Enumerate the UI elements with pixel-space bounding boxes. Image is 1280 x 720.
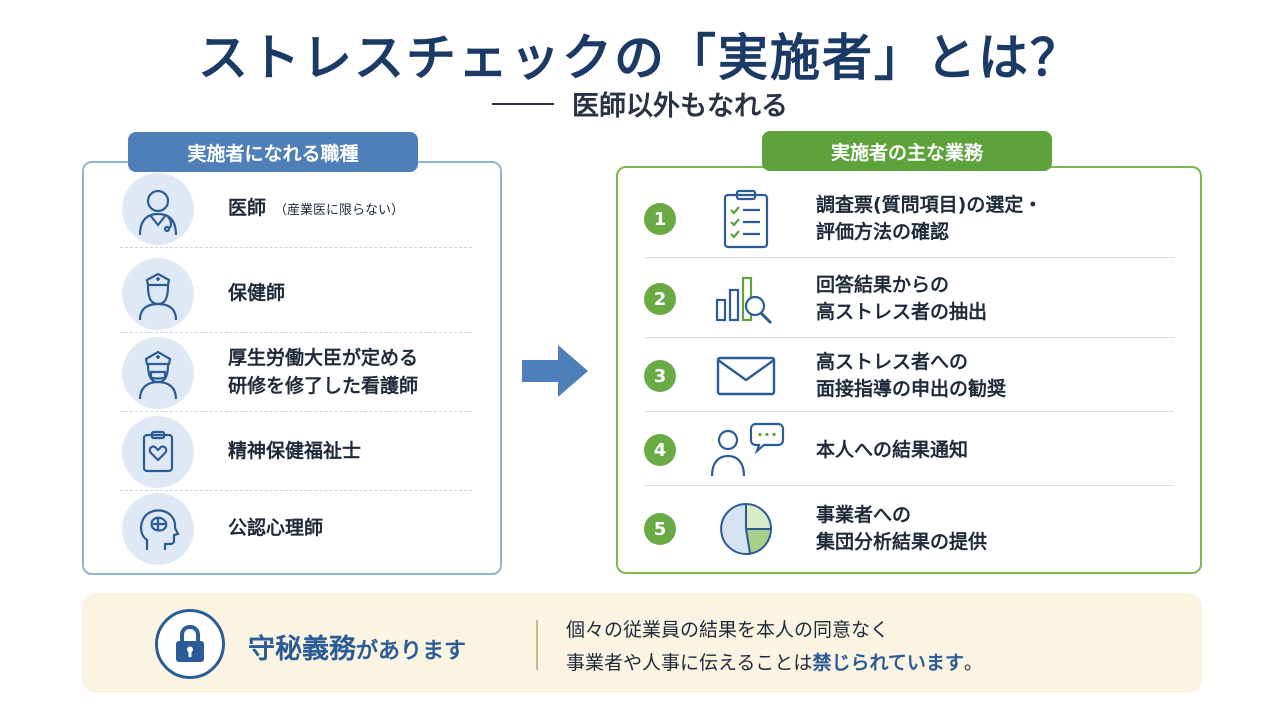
main-duties-heading: 実施者の主な業務 (762, 131, 1052, 171)
profession-label: 厚生労働大臣が定める 研修を修了した看護師 (228, 347, 419, 397)
row-divider (120, 411, 472, 412)
step-number: 2 (644, 283, 676, 315)
subtitle-dash (492, 102, 554, 105)
row-divider (644, 411, 1174, 412)
duty-item-3: 3 高ストレス者への 面接指導の申出の勧奨 (644, 340, 1174, 412)
step-number: 1 (644, 203, 676, 235)
profession-item-psychiatric-social-worker: 精神保健福祉士 (110, 413, 472, 491)
right-arrow-icon (522, 345, 588, 401)
row-divider (120, 247, 472, 248)
step-number: 3 (644, 360, 676, 392)
nurse-icon (122, 258, 194, 330)
main-duties-panel (616, 166, 1202, 574)
profession-item-trained-nurse: 厚生労働大臣が定める 研修を修了した看護師 (110, 334, 472, 412)
profession-label: 保健師 (228, 282, 286, 305)
duty-item-4: 4 本人への結果通知 (644, 414, 1174, 486)
step-number: 5 (644, 513, 676, 545)
duty-label: 調査票(質問項目)の選定・ 評価方法の確認 (816, 194, 1043, 243)
confidentiality-banner (82, 593, 1202, 693)
eligible-professions-heading: 実施者になれる職種 (128, 132, 418, 172)
subtitle-text: 医師以外もなれる (572, 91, 788, 122)
envelope-icon (706, 344, 786, 408)
doctor-icon (122, 173, 194, 245)
checklist-icon (706, 187, 786, 251)
banner-divider (536, 620, 538, 670)
row-divider (644, 485, 1174, 486)
bar-chart-magnifier-icon (706, 267, 786, 331)
profession-item-licensed-psychologist: 公認心理師 (110, 490, 472, 568)
profession-item-public-health-nurse: 保健師 (110, 255, 472, 333)
row-divider (644, 257, 1174, 258)
duty-label: 回答結果からの 高ストレス者の抽出 (816, 274, 988, 323)
head-brain-icon (122, 493, 194, 565)
step-number: 4 (644, 434, 676, 466)
duty-label: 本人への結果通知 (816, 438, 969, 461)
clipboard-heart-icon (122, 416, 194, 488)
confidentiality-detail: 個々の従業員の結果を本人の同意なく 事業者や人事に伝えることは禁じられています。 (566, 619, 983, 675)
profession-item-doctor: 医師（産業医に限らない） (110, 170, 472, 248)
duty-item-5: 5 事業者への 集団分析結果の提供 (644, 488, 1174, 570)
duty-label: 事業者への 集団分析結果の提供 (816, 504, 988, 553)
person-chat-icon (706, 418, 786, 482)
row-divider (120, 332, 472, 333)
duty-label: 高ストレス者への 面接指導の申出の勧奨 (816, 351, 1007, 400)
lock-icon (155, 609, 225, 679)
trained-nurse-icon (122, 337, 194, 409)
row-divider (120, 490, 472, 491)
duty-item-2: 2 回答結果からの 高ストレス者の抽出 (644, 260, 1174, 338)
confidentiality-statement: 守秘義務があります (248, 634, 467, 665)
page-title: ストレスチェックの「実施者」とは？ (198, 29, 1082, 87)
pie-chart-icon (706, 497, 786, 561)
profession-label: 医師（産業医に限らない） (228, 197, 405, 220)
duty-item-1: 1 調査票(質問項目)の選定・ 評価方法の確認 (644, 180, 1174, 258)
row-divider (644, 337, 1174, 338)
profession-label: 公認心理師 (228, 517, 324, 540)
profession-label: 精神保健福祉士 (228, 440, 362, 463)
page-subtitle: 医師以外もなれる (0, 84, 1280, 123)
